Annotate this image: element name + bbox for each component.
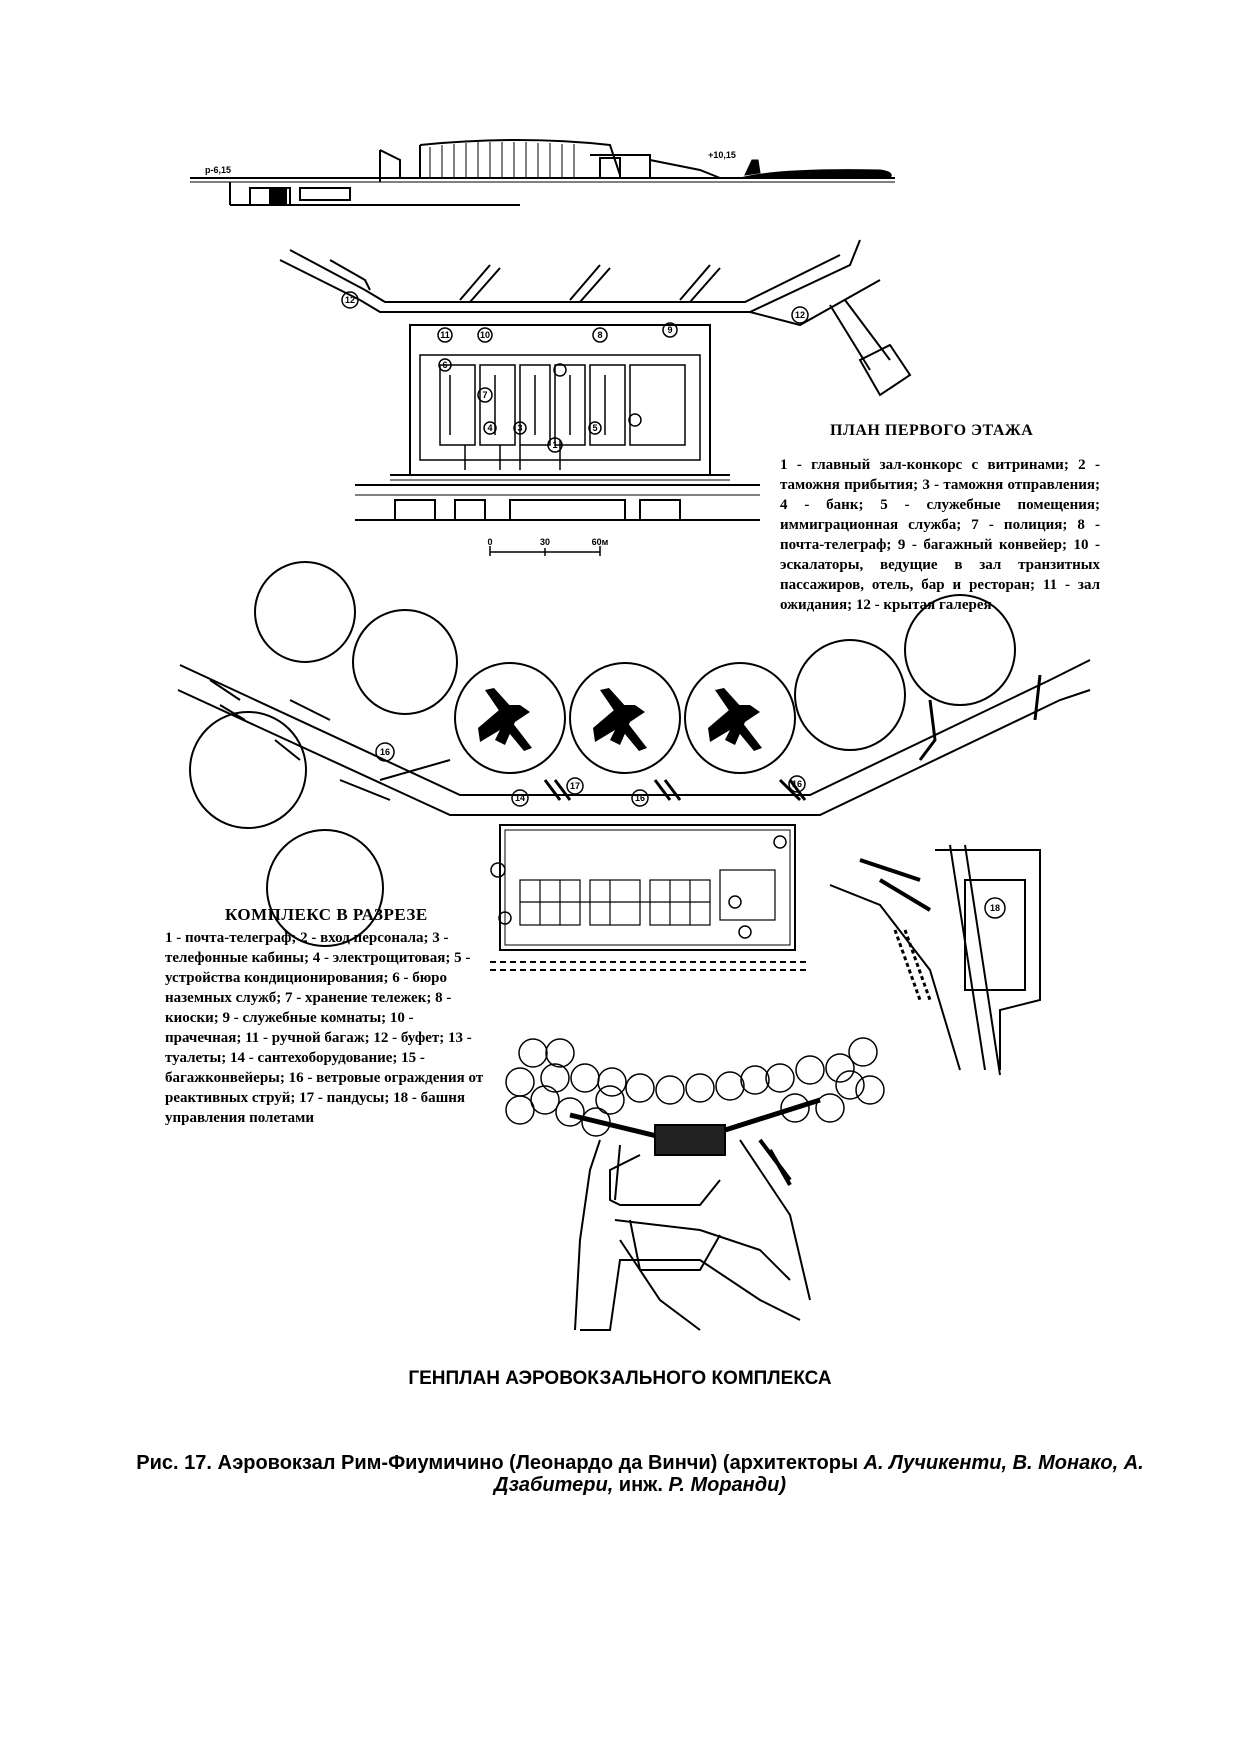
ground-floor-plan-title: ПЛАН ПЕРВОГО ЭТАЖА — [830, 422, 1034, 439]
section-marker: 16 — [792, 779, 802, 789]
master-plan-title: ГЕНПЛАН АЭРОВОКЗАЛЬНОГО КОМПЛЕКСА — [408, 1368, 832, 1389]
plan-marker: 6 — [442, 360, 447, 370]
plan-marker: 1 — [552, 440, 557, 450]
section-marker: 14 — [515, 793, 525, 803]
scale-label: 0 — [487, 537, 492, 547]
plan-marker: 9 — [667, 325, 672, 335]
caption-text: Рис. 17. Аэровокзал Рим-Фиумичино (Леона… — [136, 1452, 864, 1474]
airplane-silhouettes — [478, 688, 762, 751]
scale-label: 60м — [592, 537, 609, 547]
scale-label: 30 — [540, 537, 550, 547]
plan-marker: 3 — [517, 423, 522, 433]
complex-section-legend: 1 - почта-телеграф; 2 - вход персонала; … — [165, 930, 484, 1126]
caption-authors: А. Лучикенти, В. Монако, А. Дзабитери, — [494, 1452, 1144, 1496]
master-plan-drawing — [505, 1037, 885, 1331]
plan-marker: 7 — [482, 390, 487, 400]
section-level-label-right: +10,15 — [708, 150, 736, 160]
plan-marker: 12 — [795, 310, 805, 320]
caption-engineer: Р. Моранди) — [668, 1474, 786, 1496]
plan-marker: 11 — [440, 330, 450, 340]
complex-section-plan — [177, 561, 1091, 1076]
plan-marker: 5 — [592, 423, 597, 433]
ground-floor-plan — [279, 239, 912, 556]
caption-middle: инж. — [613, 1474, 669, 1496]
plan-marker: 8 — [597, 330, 602, 340]
section-marker: 17 — [570, 781, 580, 791]
plan-marker: 12 — [345, 295, 355, 305]
section-marker: 18 — [990, 903, 1000, 913]
ground-floor-plan-legend: 1 - главный зал-конкорс с витринами; 2 -… — [780, 457, 1100, 613]
section-level-label-left: р-6,15 — [205, 165, 231, 175]
section-marker: 16 — [635, 793, 645, 803]
complex-section-title: КОМПЛЕКС В РАЗРЕЗЕ — [225, 905, 428, 924]
plan-marker: 10 — [480, 330, 490, 340]
figure-caption: Рис. 17. Аэровокзал Рим-Фиумичино (Леона… — [110, 1452, 1170, 1496]
terminal-cross-section — [190, 139, 895, 206]
section-marker: 16 — [380, 747, 390, 757]
plan-marker: 4 — [487, 423, 492, 433]
